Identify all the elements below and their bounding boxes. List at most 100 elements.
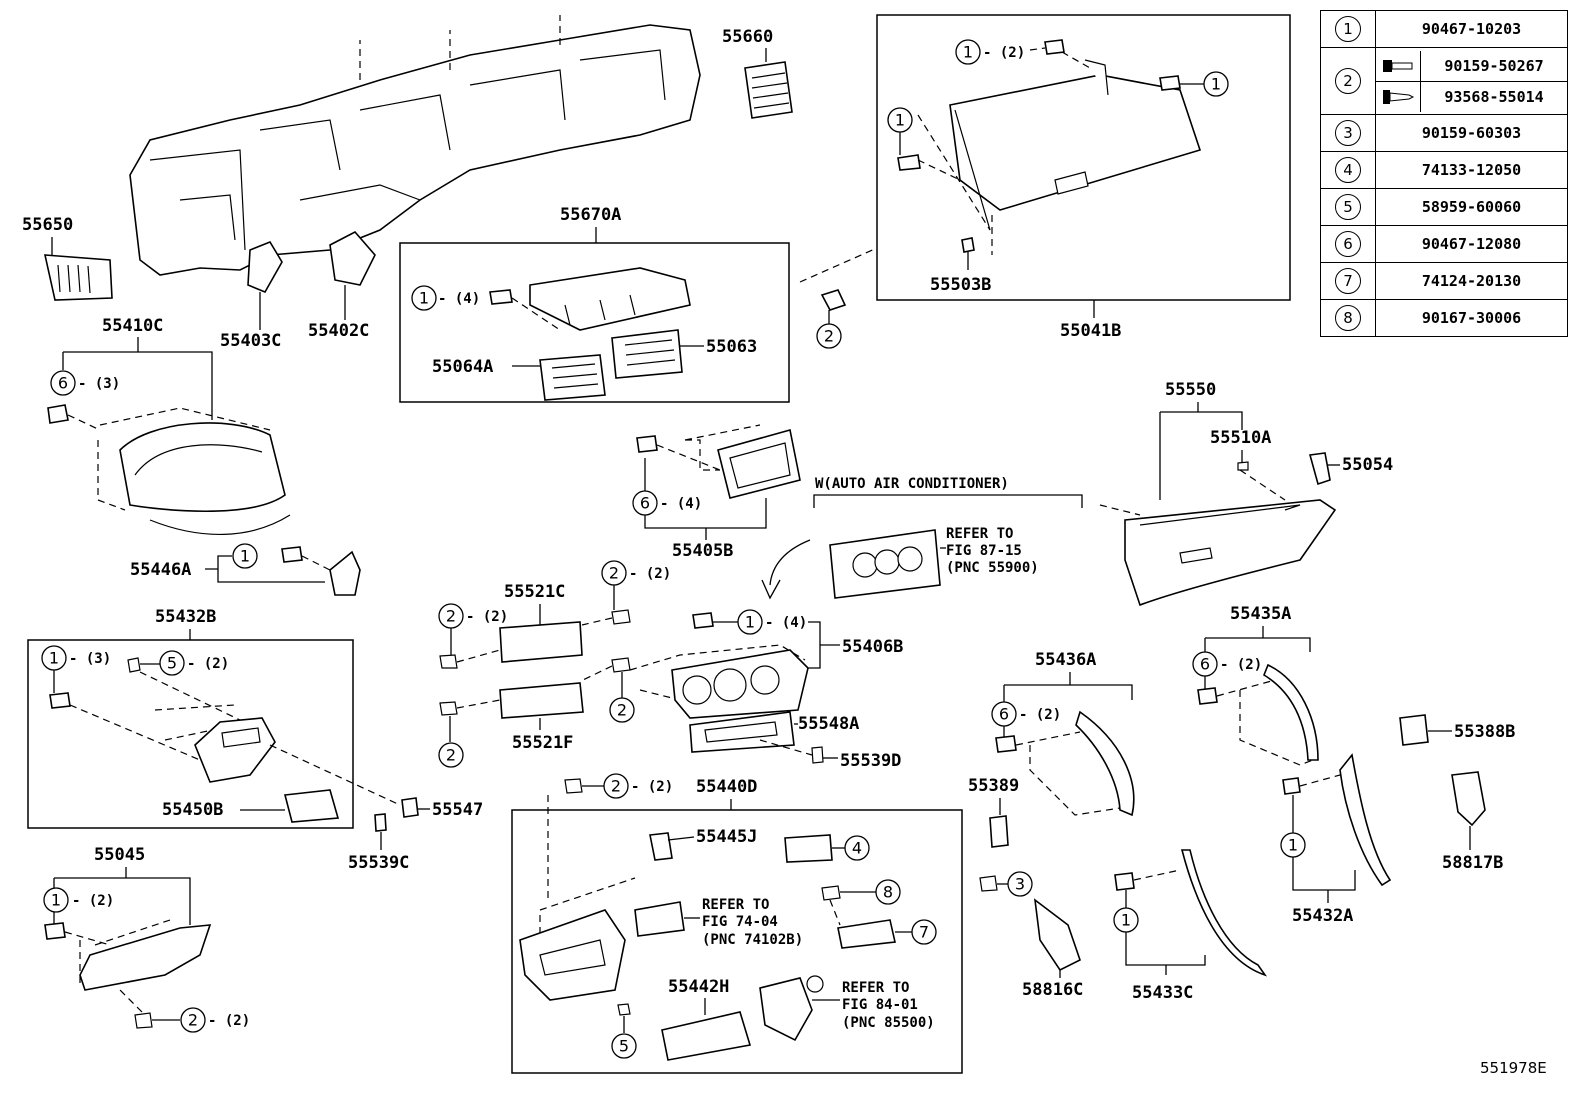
callout-circle	[609, 697, 635, 723]
part-55045[interactable]	[79, 924, 212, 991]
part-55521c[interactable]	[499, 621, 583, 663]
callout-circle	[844, 835, 870, 861]
callout-number: 2	[824, 327, 834, 346]
label-55440d: 55440D	[696, 777, 757, 797]
group-55389: 55389 3 58816C	[968, 776, 1083, 1000]
clips-55547-55539c: 55547 55539C	[269, 744, 483, 873]
part-55063[interactable]	[611, 329, 683, 379]
group-55041b: 1 - (2) 1 1 55503B 55041B	[876, 14, 1291, 341]
callout-number: 1	[895, 111, 905, 130]
label-55547: 55547	[432, 800, 483, 820]
legend-part-number: 90467-10203	[1375, 10, 1568, 48]
refer-to-note: FIG 74-04	[702, 914, 778, 930]
part-55650[interactable]: 55650	[22, 215, 113, 301]
quantity-label: - (2)	[1220, 657, 1262, 673]
label-55436a: 55436A	[1035, 650, 1096, 670]
part-55445j[interactable]	[649, 832, 673, 861]
note-auto-air-conditioner: W(AUTO AIR CONDITIONER)	[815, 476, 1009, 492]
label-55054: 55054	[1342, 455, 1393, 475]
group-55440d: 55440D 2 - (2) 55445J 4 8 7 REFER TO FIG…	[511, 773, 963, 1074]
quantity-label: - (4)	[660, 496, 702, 512]
part-58816c[interactable]	[1033, 898, 1081, 972]
callout-circle	[180, 1007, 206, 1033]
part-55433c[interactable]	[1180, 849, 1268, 977]
part-55521f[interactable]	[499, 682, 584, 719]
part-55054[interactable]	[1308, 452, 1331, 486]
part-55436a[interactable]	[1075, 710, 1135, 817]
callout-number: 7	[919, 923, 929, 942]
part-55446a[interactable]	[329, 550, 361, 596]
legend-part-number-alt: 93568-55014	[1444, 87, 1544, 106]
part-55539c[interactable]	[374, 813, 387, 832]
label-58816c: 58816C	[1022, 980, 1083, 1000]
label-55402c: 55402C	[308, 321, 369, 341]
quantity-label: - (2)	[208, 1013, 250, 1029]
callout-number: 6	[999, 705, 1009, 724]
label-55442h: 55442H	[668, 977, 729, 997]
label-55650: 55650	[22, 215, 73, 235]
part-55402c[interactable]: 55402C	[308, 230, 376, 341]
quantity-label: - (2)	[466, 609, 508, 625]
callout-circle	[611, 1033, 637, 1059]
figure-id: 551978E	[1480, 1059, 1547, 1077]
callout-number: 1	[745, 613, 755, 632]
callout-number: 2	[609, 564, 619, 583]
part-55064a[interactable]	[539, 354, 606, 401]
callout-number: 2	[611, 777, 621, 796]
group-55436a: 55436A 6 - (2)	[991, 650, 1135, 817]
label-55433c: 55433C	[1132, 983, 1193, 1003]
refer-to-note: FIG 84-01	[842, 997, 918, 1013]
callout-number: 2	[617, 701, 627, 720]
part-58817b[interactable]: 58817B	[1442, 771, 1503, 873]
callout-number: 8	[883, 883, 893, 902]
group-55432b: 55432B 1 - (3) 5 - (2) 55450B	[27, 607, 354, 829]
part-55442h[interactable]	[661, 1011, 752, 1061]
label-55389: 55389	[968, 776, 1019, 796]
callout-number: 6	[58, 374, 68, 393]
label-55550: 55550	[1165, 380, 1216, 400]
label-55432b: 55432B	[155, 607, 216, 627]
callout-number: 2	[446, 607, 456, 626]
part-lighter-socket	[634, 901, 685, 937]
part-55435a[interactable]	[1263, 663, 1319, 761]
group-55435a: 55435A 6 - (2)	[1192, 604, 1319, 766]
callout-circle	[232, 543, 258, 569]
label-55405b: 55405B	[672, 541, 733, 561]
label-55445j: 55445J	[696, 827, 757, 847]
part-55670a[interactable]	[529, 267, 691, 331]
part-55403c[interactable]: 55403C	[220, 241, 283, 351]
legend-part-number: 90167-30006	[1375, 299, 1568, 337]
quantity-label: - (2)	[187, 656, 229, 672]
screw-icon	[1376, 81, 1421, 112]
part-55660[interactable]: 55660	[722, 27, 793, 119]
quantity-label: - (3)	[78, 376, 120, 392]
legend-row: 3 90159-60303	[1320, 114, 1568, 152]
screw-2-glovebox[interactable]: 2	[799, 247, 878, 349]
callout-circle	[159, 650, 185, 676]
part-55547[interactable]	[401, 797, 419, 818]
callout-circle	[438, 742, 464, 768]
quantity-label: - (4)	[765, 615, 807, 631]
label-55403c: 55403C	[220, 331, 281, 351]
part-55550[interactable]	[1124, 499, 1337, 607]
part-55389[interactable]	[989, 815, 1009, 848]
label-55510a: 55510A	[1210, 428, 1271, 448]
label-55432a: 55432A	[1292, 906, 1353, 926]
callout-circle	[603, 773, 629, 799]
legend-part-number: 90159-60303	[1375, 114, 1568, 152]
part-55388b[interactable]: 55388B	[1399, 714, 1515, 746]
label-55435a: 55435A	[1230, 604, 1291, 624]
part-55432b[interactable]	[194, 717, 276, 783]
part-7-damper[interactable]	[837, 919, 896, 949]
fastener-legend-table: 1 90467-10203 2 90159-50267 93568-55014 …	[1320, 10, 1568, 337]
part-55432a[interactable]	[1339, 753, 1392, 887]
part-4-cushion[interactable]	[784, 834, 833, 863]
part-accessory-socket	[759, 977, 813, 1042]
part-55410c[interactable]	[119, 422, 286, 512]
part-55450b[interactable]	[283, 789, 340, 823]
callout-number: 1	[419, 289, 429, 308]
legend-row: 5 58959-60060	[1320, 188, 1568, 226]
callout-circle	[43, 887, 69, 913]
callout-circle	[50, 370, 76, 396]
